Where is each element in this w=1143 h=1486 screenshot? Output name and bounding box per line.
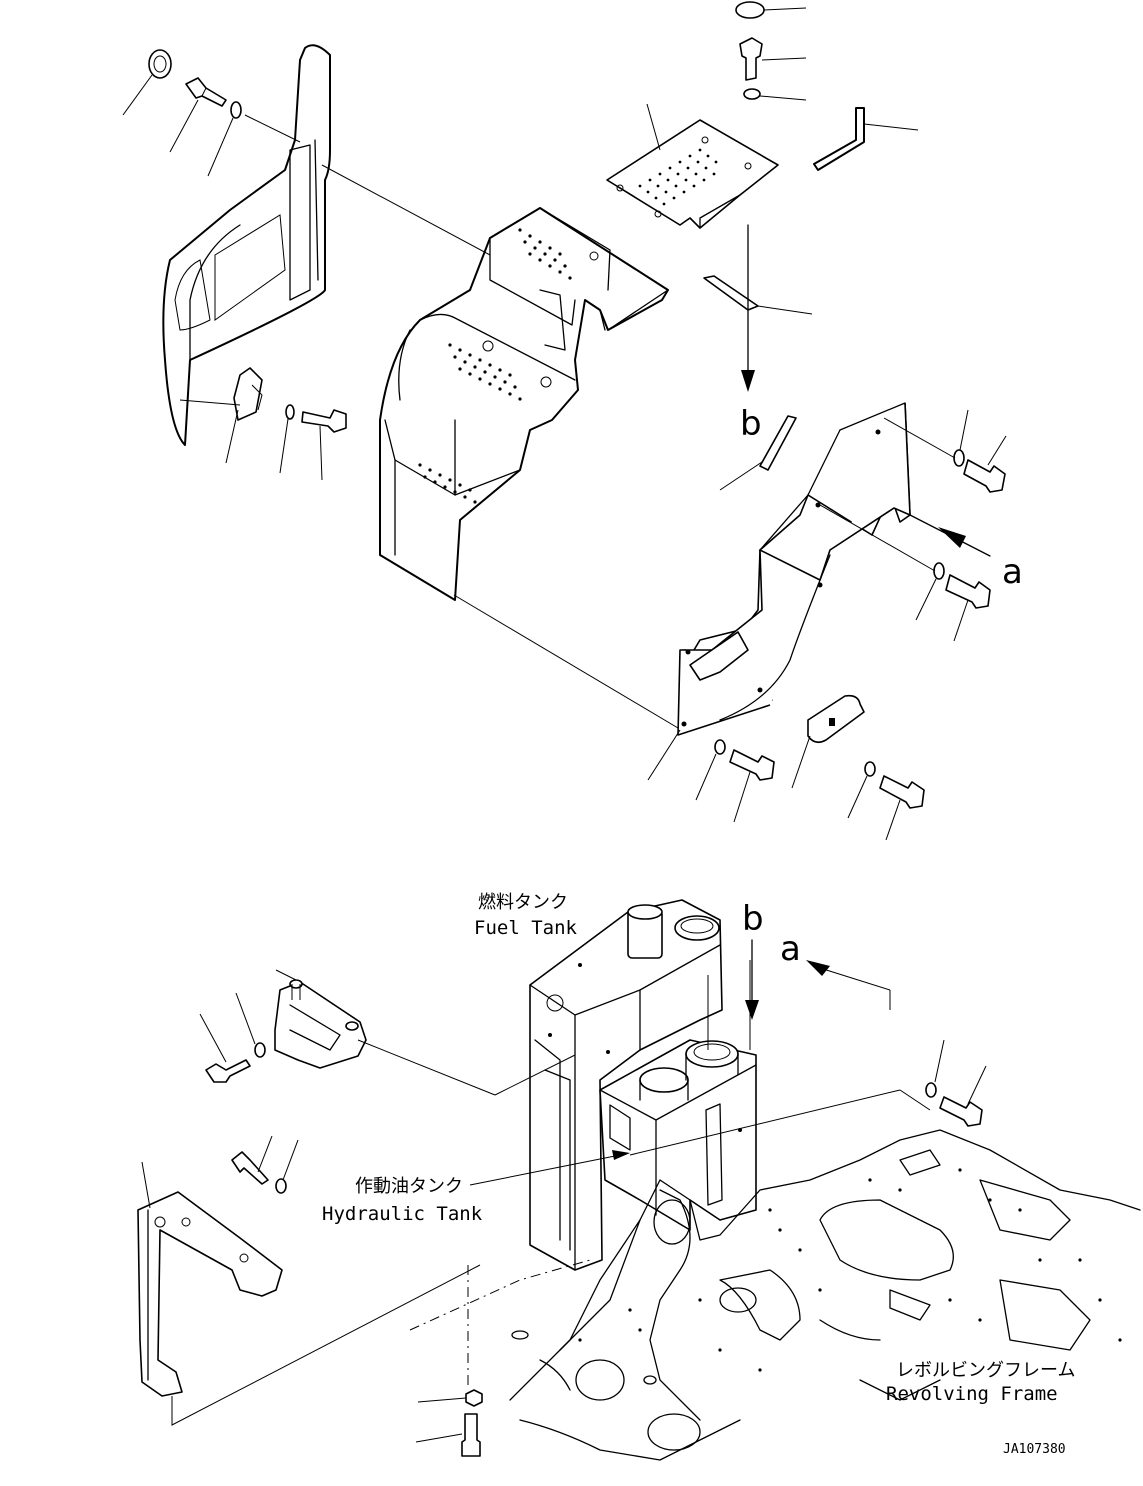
seal-washer-part — [122, 49, 172, 116]
bolt-part — [199, 1013, 251, 1083]
perforated-plate-part — [606, 103, 779, 229]
washer-part — [695, 739, 726, 801]
bolt-part — [301, 409, 347, 481]
view-arrow-b — [741, 224, 755, 392]
drawing-code: JA107380 — [1003, 1442, 1066, 1457]
view-b-lower-label: b — [742, 899, 764, 939]
bolt-part — [963, 435, 1007, 493]
revolving-frame-jp-label: レボルビングフレーム — [896, 1360, 1075, 1381]
latch-plate-part — [179, 367, 263, 464]
rubber-strip-part — [703, 275, 813, 315]
bolt-part — [169, 77, 227, 153]
bolt-part — [231, 1135, 273, 1185]
washer-part — [275, 1139, 299, 1194]
mount-bracket-part — [274, 969, 367, 1069]
revolving-frame-part — [509, 1129, 1141, 1461]
l-frame-bracket-part — [137, 1161, 283, 1397]
washer-part — [743, 88, 807, 101]
bolt-part — [879, 775, 925, 841]
bolt-part — [739, 37, 807, 81]
washer-part — [953, 409, 969, 467]
bolt-part — [729, 749, 775, 823]
view-b-label: b — [740, 404, 762, 444]
hydraulic-tank-jp-label: 作動油タンク — [355, 1176, 463, 1197]
l-bracket-part — [813, 107, 919, 171]
fuel-tank-jp-label: 燃料タンク — [478, 892, 568, 913]
washer-part — [235, 992, 266, 1058]
view-arrow-b-lower — [745, 939, 759, 1020]
washer-part — [915, 562, 945, 621]
bolt-part — [415, 1413, 481, 1457]
side-cover-panel — [162, 44, 331, 446]
fuel-tank-en-label: Fuel Tank — [474, 917, 578, 939]
washer-part — [847, 761, 876, 819]
access-cover-part — [791, 694, 865, 789]
washer-part — [279, 404, 295, 474]
step-cover-assembly — [379, 207, 669, 601]
nut-part — [417, 1389, 483, 1407]
washer-part — [207, 101, 242, 177]
hydraulic-tank-part — [599, 960, 757, 1231]
washer-part — [925, 1039, 945, 1098]
view-arrow-a — [909, 514, 991, 557]
view-arrow-a-lower — [806, 960, 891, 1010]
bolt-part — [945, 574, 991, 642]
revolving-frame-en-label: Revolving Frame — [886, 1383, 1058, 1405]
fuel-tank-part — [529, 899, 723, 1271]
bolt-part — [939, 1065, 987, 1127]
rubber-strip-part — [719, 415, 797, 491]
cap-part — [735, 1, 807, 19]
view-a-lower-label: a — [780, 929, 801, 969]
leader-arrow — [469, 1150, 630, 1186]
side-panel-part — [677, 402, 911, 736]
view-a-label: a — [1002, 552, 1023, 592]
hydraulic-tank-en-label: Hydraulic Tank — [322, 1203, 483, 1225]
